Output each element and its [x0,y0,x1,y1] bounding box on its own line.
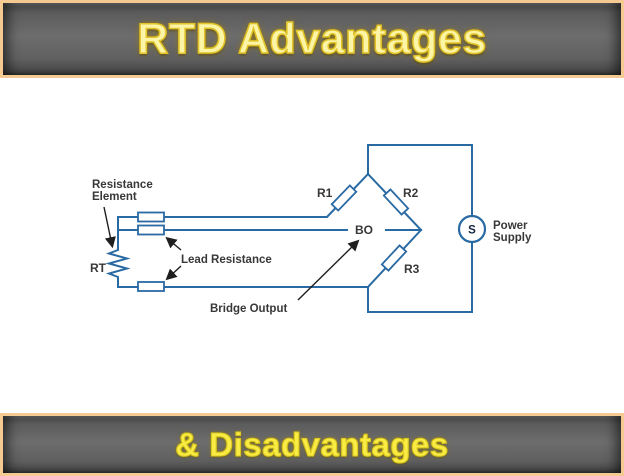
footer-bar: & Disadvantages [0,413,624,476]
lead-resistor-bottom [137,281,165,292]
resistor-bodies [137,184,410,292]
power-supply-circle [457,214,487,244]
resistor-r3-body [380,244,408,272]
page-title: RTD Advantages [137,14,487,63]
resistor-r2-body [382,188,410,216]
wire-top-lead [117,172,370,218]
header-bar: RTD Advantages [0,0,624,78]
lead-resistor-middle [137,224,165,236]
power-supply-label-line2: Supply [493,232,532,244]
bridge-output-label: Bridge Output [210,303,287,315]
resistance-element-label-line1: Resistance [92,179,153,191]
circuit-labels: Resistance Element RT Lead Resistance Br… [90,179,532,315]
r2-label: R2 [403,186,419,200]
r3-label: R3 [404,262,420,276]
arrow-resistance-element [103,206,116,249]
power-supply-label-line1: Power [493,220,528,232]
bo-label: BO [355,223,373,237]
wire-rt-loop [105,216,131,288]
arrow-lead-resistance-bottom [165,265,182,281]
lead-resistor-top [137,211,165,223]
resistor-r1-body [330,184,358,212]
r1-label: R1 [317,186,333,200]
power-supply-symbol: S [468,225,476,237]
wire-supply-top [367,144,473,217]
arrow-lead-resistance-top [165,236,182,251]
rt-label: RT [90,261,107,275]
footer-title: & Disadvantages [175,426,449,463]
diagram-canvas: S Resistance Element RT Lead Resistance … [0,78,624,413]
annotation-arrows [103,206,360,301]
rtd-bridge-circuit-diagram: S Resistance Element RT Lead Resistance … [90,144,532,315]
wire-supply-bottom [367,241,473,313]
lead-resistance-label: Lead Resistance [181,254,272,266]
resistance-element-label-line2: Element [92,191,137,203]
arrow-bridge-output [297,239,360,301]
